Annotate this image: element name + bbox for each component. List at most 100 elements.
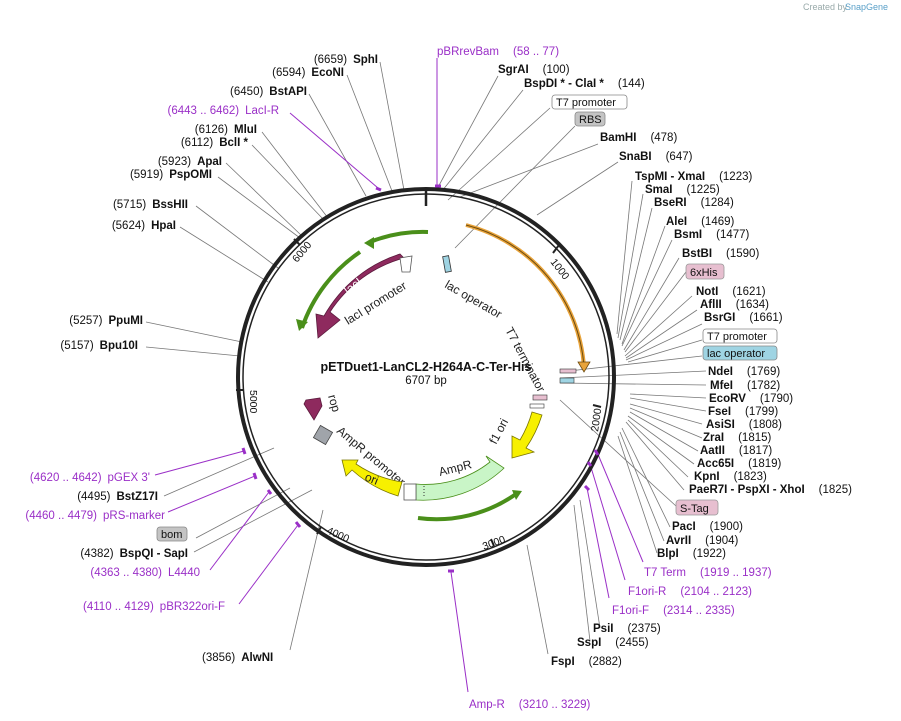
primer-name: F1ori-F <box>612 605 649 617</box>
promoter-arc-top <box>369 229 429 244</box>
left-enzyme-labels: (6659)SphI (6594) EcoNI (6450)BstAPI (612… <box>60 54 378 560</box>
svg-text:KpnI(1823): KpnI(1823) <box>694 471 767 483</box>
enzyme-name: AflII <box>700 299 722 311</box>
enzyme-pos: (1782) <box>747 380 780 392</box>
enzyme-pos: (4382) <box>80 548 113 560</box>
enzyme-name: FspI <box>551 656 575 668</box>
svg-text:AleI(1469): AleI(1469) <box>666 216 735 228</box>
svg-text:SspI(2455): SspI (2455) <box>577 637 649 649</box>
enzyme-name: PsiI <box>593 623 613 635</box>
enzyme-name: NdeI <box>708 366 733 378</box>
svg-text:(6659)SphI: (6659)SphI <box>314 54 378 66</box>
enzyme-pos: (1477) <box>716 229 749 241</box>
svg-text:(5157)Bpu10I: (5157)Bpu10I <box>60 340 138 352</box>
enzyme-name: PspOMI <box>169 169 212 181</box>
svg-text:BseRI(1284): BseRI(1284) <box>654 197 734 209</box>
feature-boxes: T7 promoter RBS 6xHis T7 promoter lac op… <box>156 94 778 542</box>
enzyme-name: Bpu10I <box>100 340 138 352</box>
lacI-gene <box>315 253 405 339</box>
cds-arrow-head <box>577 361 591 373</box>
enzyme-pos: (2455) <box>615 637 648 649</box>
svg-text:Amp-R(3210 .. 3229): Amp-R(3210 .. 3229) <box>469 699 591 711</box>
connector-lines <box>145 61 707 655</box>
svg-text:F1ori-F(2314 .. 2335): F1ori-F(2314 .. 2335) <box>612 605 735 617</box>
primer-name: F1ori-R <box>628 586 666 598</box>
bom-box <box>156 526 188 542</box>
f1-ori <box>511 411 543 459</box>
svg-text:BamHI(478): BamHI(478) <box>600 132 677 144</box>
enzyme-name: EcoRV <box>709 393 746 405</box>
enzyme-pos: (1621) <box>732 286 765 298</box>
enzyme-name: ZraI <box>703 432 724 444</box>
enzyme-name: AvrII <box>666 535 691 547</box>
lacI-end-box <box>399 255 413 273</box>
promoter-arc-left <box>300 250 362 329</box>
enzyme-pos: (5257) <box>69 315 102 327</box>
primer-range: (4363 .. 4380) <box>90 567 162 579</box>
his6-box-text: 6xHis <box>690 267 718 279</box>
svg-text:(6450)BstAPI: (6450)BstAPI <box>230 86 307 98</box>
enzyme-pos: (6594) <box>272 67 305 79</box>
svg-text:BstBI(1590): BstBI(1590) <box>682 248 759 260</box>
svg-text:Acc65I(1819): Acc65I(1819) <box>697 458 782 470</box>
enzyme-name: BlpI <box>657 548 679 560</box>
svg-text:(4495)BstZ17I: (4495)BstZ17I <box>77 491 158 503</box>
svg-text:SgrAI(100): SgrAI(100) <box>498 64 570 76</box>
enzyme-pos: (1817) <box>739 445 772 457</box>
enzyme-name: PpuMI <box>109 315 144 327</box>
primer-name: pGEX 3' <box>108 472 150 484</box>
svg-text:pBRrevBam(58 .. 77): pBRrevBam(58 .. 77) <box>437 46 559 58</box>
svg-text:(6594)EcoNI: (6594) EcoNI <box>272 67 344 79</box>
enzyme-name: SphI <box>353 54 378 66</box>
primer-labels: pBRrevBam(58 .. 77) (6443 .. 6462)LacI-R… <box>25 46 771 711</box>
svg-text:(6126)MluI: (6126)MluI <box>195 124 257 136</box>
cds-arc-edge <box>465 224 585 368</box>
primer-name: pBRrevBam <box>437 46 499 58</box>
enzyme-pos: (5923) <box>158 156 191 168</box>
enzyme-pos: (1284) <box>701 197 734 209</box>
his-tag-marker <box>559 368 577 374</box>
svg-text:MfeI(1782): MfeI (1782) <box>710 380 780 392</box>
promoter-arrow-left <box>296 319 308 331</box>
rbs-box <box>574 111 606 127</box>
enzyme-pos: (2882) <box>589 656 622 668</box>
primer-name: Amp-R <box>469 699 505 711</box>
svg-text:(4460 .. 4479)pRS-marker: (4460 .. 4479)pRS-marker <box>25 510 165 522</box>
svg-text:FseI(1799): FseI (1799) <box>708 406 778 418</box>
enzyme-name: MfeI <box>710 380 733 392</box>
enzyme-name: SgrAI <box>498 64 529 76</box>
enzyme-name: BsmI <box>674 229 702 241</box>
svg-text:F1ori-R(2104 .. 2123): F1ori-R(2104 .. 2123) <box>628 586 752 598</box>
enzyme-pos: (4495) <box>77 491 110 503</box>
ori <box>341 459 403 497</box>
enzyme-pos: (1225) <box>687 184 720 196</box>
enzyme-name: KpnI <box>694 471 720 483</box>
enzyme-pos: (1825) <box>819 484 852 496</box>
enzyme-pos: (1634) <box>736 299 769 311</box>
ampR-promoter-arrow <box>512 490 522 500</box>
enzyme-name: ApaI <box>197 156 222 168</box>
enzyme-name: PacI <box>672 521 696 533</box>
s-tag-box-text: S-Tag <box>680 503 709 515</box>
enzyme-pos: (1661) <box>749 312 782 324</box>
svg-text:TspMI - XmaI(1223): TspMI - XmaI(1223) <box>635 171 752 183</box>
svg-text:(6112)BclI *: (6112)BclI * <box>181 137 249 149</box>
enzyme-name: FseI <box>708 406 731 418</box>
svg-text:AflII(1634): AflII (1634) <box>700 299 769 311</box>
enzyme-pos: (5624) <box>112 220 145 232</box>
enzyme-pos: (1590) <box>726 248 759 260</box>
enzyme-name: SspI <box>577 637 601 649</box>
his6-box <box>685 263 725 280</box>
t7-promoter-box-top <box>551 94 628 110</box>
primer-range: (6443 .. 6462) <box>168 105 240 117</box>
svg-text:(6443 .. 6462)LacI-R: (6443 .. 6462)LacI-R <box>168 105 279 117</box>
enzyme-pos: (1799) <box>745 406 778 418</box>
enzyme-pos: (647) <box>666 151 693 163</box>
enzyme-name: EcoNI <box>311 67 344 79</box>
lac-operator-marker <box>442 255 452 273</box>
t7-promoter-box-right <box>702 328 778 344</box>
svg-text:NdeI(1769): NdeI(1769) <box>708 366 780 378</box>
svg-text:BlpI(1922): BlpI(1922) <box>657 548 726 560</box>
svg-text:(5257)PpuMI: (5257) PpuMI <box>69 315 143 327</box>
